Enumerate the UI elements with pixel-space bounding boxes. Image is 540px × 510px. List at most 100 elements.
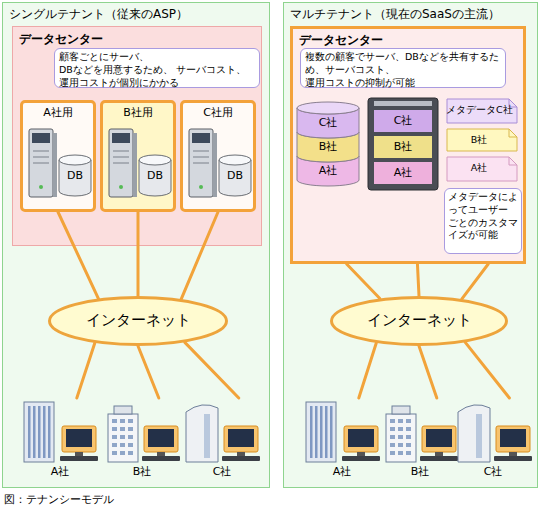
art-detail (237, 452, 245, 456)
art-detail (60, 456, 98, 461)
data-center-box: データセンター複数の顧客でサーバ、DBなどを共有するた め、サーバコスト、運用コ… (290, 26, 526, 264)
art-detail (39, 185, 43, 189)
internet-cloud: インターネット (330, 296, 508, 346)
art-detail (128, 435, 133, 439)
shared-server: C社B社A社 (366, 96, 440, 192)
note-text: 顧客ごとにサーバ、DBなどを用意するため、 サーバコスト、運用コストが個別にかか… (59, 51, 246, 88)
art-detail (348, 429, 374, 447)
note-box: 顧客ごとにサーバ、DBなどを用意するため、 サーバコスト、運用コストが個別にかか… (54, 48, 260, 88)
art-detail (120, 451, 125, 455)
art-detail (398, 443, 403, 447)
tenant-label: C社 (366, 114, 440, 127)
building-pc-icon (180, 398, 264, 464)
customer-site: B社 (378, 398, 462, 482)
note-box: 複数の顧客でサーバ、DBなどを共有するた め、サーバコスト、運用コストの抑制が可… (300, 48, 506, 88)
building-pc-icon (452, 398, 534, 464)
customer-server-box: B社用DB (100, 100, 176, 212)
network-link (181, 212, 218, 299)
art-detail (139, 155, 171, 165)
note-text: メタデータによ ってユーザー ごとのカスタマ イズが可能 (448, 191, 518, 240)
art-detail (33, 406, 36, 458)
art-detail (330, 406, 333, 458)
metadata-tag: A社 (446, 156, 518, 182)
art-detail (390, 451, 395, 455)
company-label: A社 (18, 465, 102, 478)
art-detail (193, 151, 209, 152)
art-detail (447, 99, 517, 123)
art-detail (29, 129, 53, 197)
metadata-tag: B社 (446, 128, 518, 152)
art-detail (119, 185, 123, 189)
art-detail (500, 429, 526, 447)
art-detail (28, 406, 31, 458)
art-detail (374, 101, 432, 106)
data-center-box: データセンター顧客ごとにサーバ、DBなどを用意するため、 サーバコスト、運用コス… (12, 26, 262, 246)
internet-cloud: インターネット (48, 296, 228, 346)
art-detail (390, 419, 395, 423)
art-detail (59, 155, 91, 165)
art-detail (509, 129, 517, 137)
customer-box-label: B社用 (103, 106, 173, 119)
art-detail (120, 419, 125, 423)
art-detail (213, 133, 217, 197)
art-detail (120, 427, 125, 431)
art-detail (199, 185, 203, 189)
customer-box-label: A社用 (23, 106, 93, 119)
art-detail (219, 155, 251, 165)
art-detail (204, 414, 210, 458)
art-detail (114, 406, 132, 414)
building-pc-icon (18, 398, 102, 464)
network-link (465, 342, 509, 398)
art-detail (48, 406, 51, 458)
tenant-label: B社 (296, 140, 360, 153)
art-detail (315, 406, 318, 458)
art-detail (310, 406, 313, 458)
art-detail (33, 163, 49, 164)
art-detail (342, 456, 380, 461)
note-text: 複数の顧客でサーバ、DBなどを共有するた め、サーバコスト、運用コストの抑制が可… (305, 51, 499, 88)
art-detail (297, 102, 359, 114)
art-detail (113, 151, 129, 152)
metadata-label: B社 (446, 134, 512, 145)
art-detail (75, 452, 83, 456)
art-detail (128, 443, 133, 447)
art-detail (344, 426, 378, 452)
art-detail (128, 419, 133, 423)
art-detail (406, 419, 411, 423)
art-detail (120, 435, 125, 439)
customer-box-label: C社用 (183, 106, 253, 119)
art-detail (390, 443, 395, 447)
company-label: B社 (100, 465, 184, 478)
note-box: メタデータによ ってユーザー ごとのカスタマ イズが可能 (444, 188, 522, 254)
network-link (185, 342, 239, 398)
art-detail (128, 451, 133, 455)
art-detail (148, 429, 174, 447)
art-detail (390, 435, 395, 439)
art-detail (398, 451, 403, 455)
art-detail (193, 157, 209, 158)
art-detail (447, 129, 517, 151)
network-link (58, 212, 98, 299)
db-label: DB (58, 169, 92, 182)
network-link (462, 264, 489, 299)
art-detail (494, 456, 532, 461)
art-detail (120, 443, 125, 447)
art-detail (33, 151, 49, 152)
customer-server-box: C社用 DB (180, 100, 256, 212)
art-detail (228, 429, 254, 447)
art-detail (112, 133, 130, 143)
database-cylinder: DB (218, 154, 252, 198)
art-detail (109, 129, 133, 197)
network-link (347, 264, 380, 299)
tenant-label: A社 (366, 166, 440, 179)
company-label: A社 (300, 465, 384, 478)
internet-label: インターネット (48, 311, 228, 329)
figure-caption: 図：テナンシーモデル (4, 493, 114, 506)
art-detail (53, 133, 57, 197)
shared-database: C社B社A社 (296, 100, 360, 190)
art-detail (447, 157, 517, 181)
art-detail (509, 157, 517, 165)
customer-server-box: A社用 DB (20, 100, 96, 212)
art-detail (392, 406, 410, 414)
art-detail (306, 402, 336, 462)
